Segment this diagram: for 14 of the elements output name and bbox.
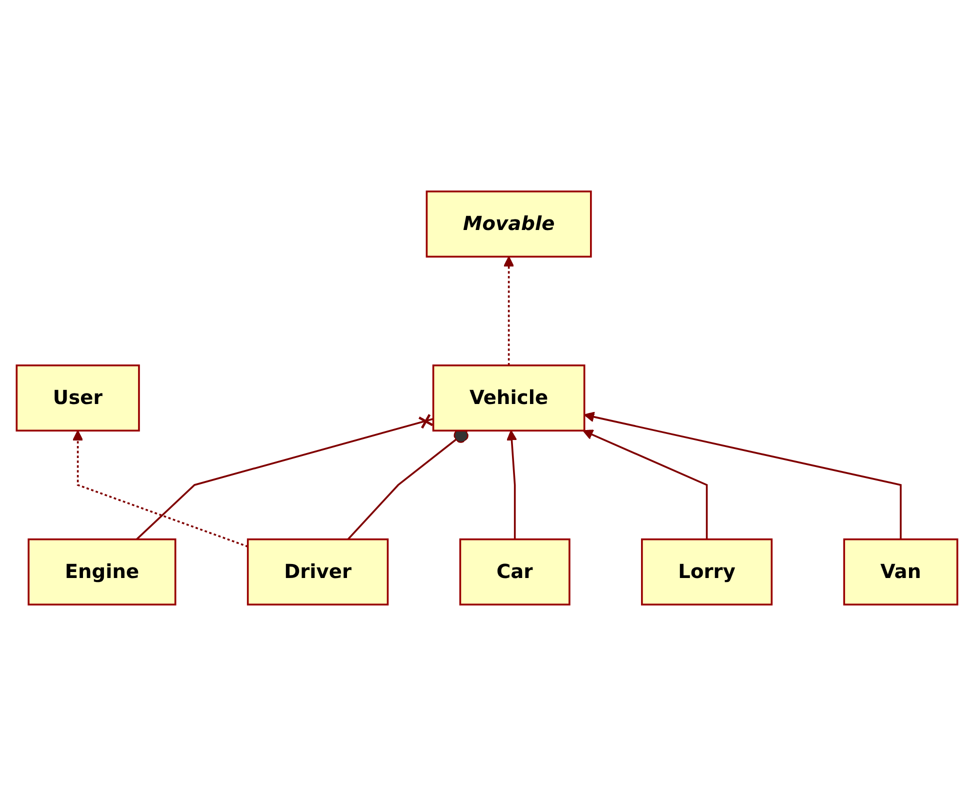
arrow [503, 256, 514, 366]
node-box: Engine [27, 538, 176, 606]
node-box: Driver [246, 538, 388, 606]
node-box: Car [458, 538, 570, 606]
node-box: Movable [425, 190, 592, 258]
arrow [582, 430, 708, 540]
arrow [72, 430, 248, 548]
node-box: User [15, 364, 140, 432]
arrow [506, 430, 517, 540]
arrow [583, 412, 902, 540]
connector [136, 413, 434, 540]
node-box: Van [842, 538, 958, 606]
node-box: Vehicle [432, 364, 585, 432]
node-box: Lorry [640, 538, 772, 606]
